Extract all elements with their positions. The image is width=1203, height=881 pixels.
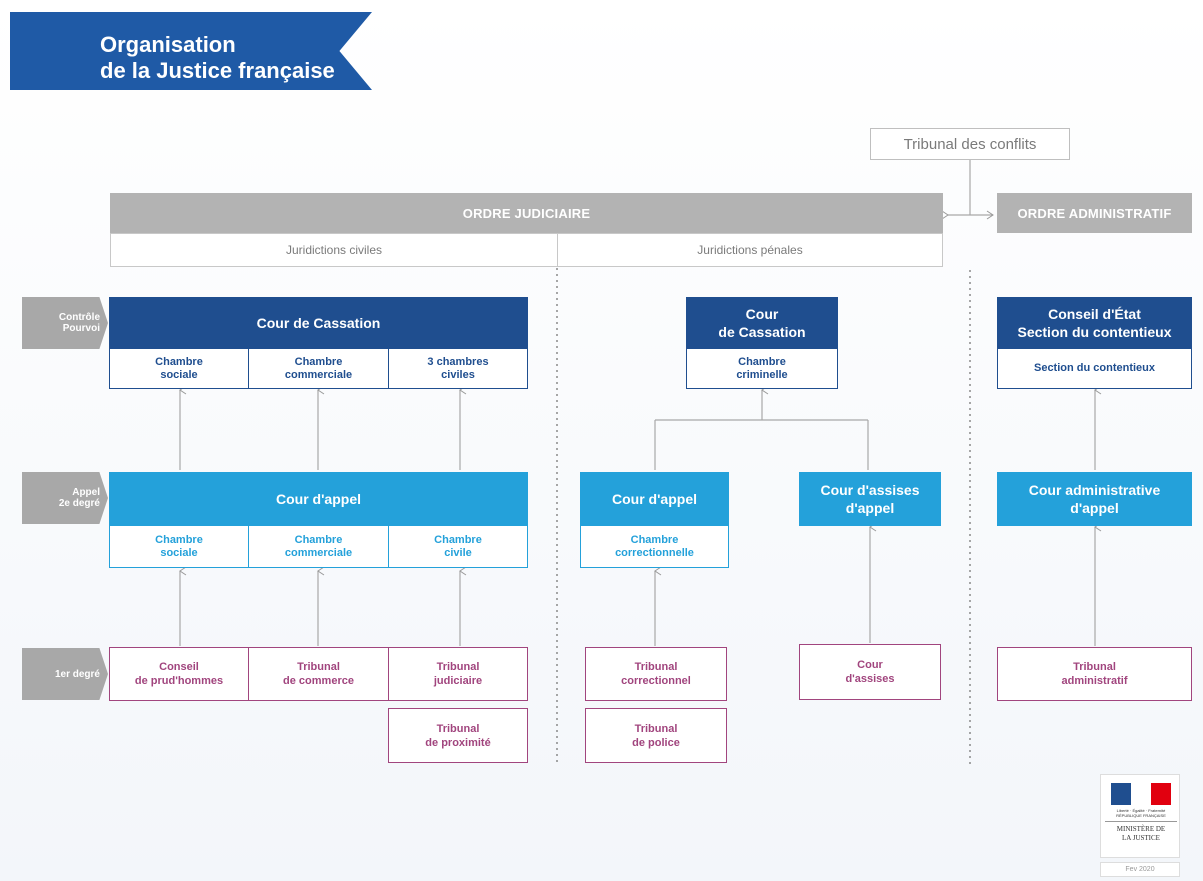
logo-ministry: MINISTÈRE DE LA JUSTICE <box>1105 821 1177 843</box>
tag-appel-text: Appel 2e degré <box>58 487 100 509</box>
civil-appel-chambre-sociale: Chambre sociale <box>109 526 249 568</box>
section-contentieux: Section du contentieux <box>997 349 1192 389</box>
logo-motto: Liberté · Égalité · Fraternité RÉPUBLIQU… <box>1116 808 1166 818</box>
tag-controle-text: Contrôle Pourvoi <box>58 312 100 334</box>
tag-premier-degre: 1er degré <box>22 648 108 700</box>
title-banner: Organisation de la Justice française <box>10 12 372 90</box>
tribunal-judiciaire: Tribunal judiciaire <box>388 647 528 701</box>
penal-cour-cassation: Cour de Cassation <box>686 297 838 349</box>
ordre-administratif-bar: ORDRE ADMINISTRATIF <box>997 193 1192 233</box>
cour-assises: Cour d'assises <box>799 644 941 700</box>
civil-cassation-chambre-sociale: Chambre sociale <box>109 349 249 389</box>
juridictions-civiles-label: Juridictions civiles <box>110 233 558 267</box>
tribunal-conflits-box: Tribunal des conflits <box>870 128 1070 160</box>
tag-appel: Appel 2e degré <box>22 472 108 524</box>
ordre-judiciaire-bar: ORDRE JUDICIAIRE <box>110 193 943 233</box>
cour-assises-appel: Cour d'assises d'appel <box>799 472 941 526</box>
civil-cassation-chambre-commerciale: Chambre commerciale <box>248 349 389 389</box>
tribunal-police: Tribunal de police <box>585 708 727 763</box>
tribunal-correctionnel: Tribunal correctionnel <box>585 647 727 701</box>
tribunal-administratif: Tribunal administratif <box>997 647 1192 701</box>
civil-appel-chambre-civile: Chambre civile <box>388 526 528 568</box>
penal-cour-appel: Cour d'appel <box>580 472 729 526</box>
civil-cour-cassation: Cour de Cassation <box>109 297 528 349</box>
conseil-etat: Conseil d'État Section du contentieux <box>997 297 1192 349</box>
tag-premier-text: 1er degré <box>54 668 100 680</box>
juridictions-penales-label: Juridictions pénales <box>557 233 943 267</box>
marianne-flag-icon <box>1111 783 1171 805</box>
ministere-justice-logo: Liberté · Égalité · Fraternité RÉPUBLIQU… <box>1100 774 1180 858</box>
penal-chambre-criminelle: Chambre criminelle <box>686 349 838 389</box>
penal-chambre-correctionnelle: Chambre correctionnelle <box>580 526 729 568</box>
cour-administrative-appel: Cour administrative d'appel <box>997 472 1192 526</box>
tribunal-commerce: Tribunal de commerce <box>248 647 389 701</box>
date-label: Fev 2020 <box>1100 862 1180 877</box>
page-title: Organisation de la Justice française <box>100 32 335 83</box>
civil-appel-chambre-commerciale: Chambre commerciale <box>248 526 389 568</box>
civil-cour-appel: Cour d'appel <box>109 472 528 526</box>
tribunal-proximite: Tribunal de proximité <box>388 708 528 763</box>
conseil-prudhommes: Conseil de prud'hommes <box>109 647 249 701</box>
civil-cassation-chambres-civiles: 3 chambres civiles <box>388 349 528 389</box>
tag-controle-pourvoi: Contrôle Pourvoi <box>22 297 108 349</box>
